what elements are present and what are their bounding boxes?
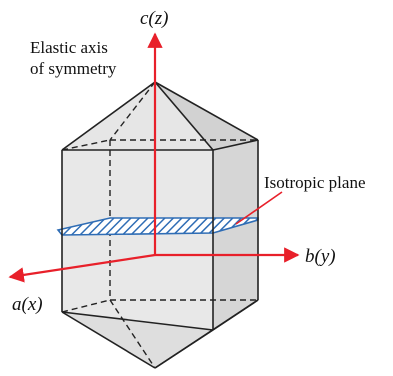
b-axis-label: b(y) [305, 246, 336, 267]
c-axis-label: c(z) [140, 8, 168, 29]
a-axis [8, 253, 156, 283]
top-right-face [155, 82, 258, 150]
axes [8, 32, 300, 283]
elastic-axis-label-line2: of symmetry [30, 59, 117, 78]
front-right-face [213, 140, 258, 330]
visible-edges [61, 81, 259, 369]
isotropic-leader [235, 191, 283, 225]
top-left-face [62, 82, 213, 150]
a-axis-label: a(x) [12, 294, 43, 315]
isotropic-plane-label: Isotropic plane [264, 173, 366, 192]
elastic-axis-label-line1: Elastic axis [30, 38, 108, 57]
front-left-face [62, 150, 213, 330]
